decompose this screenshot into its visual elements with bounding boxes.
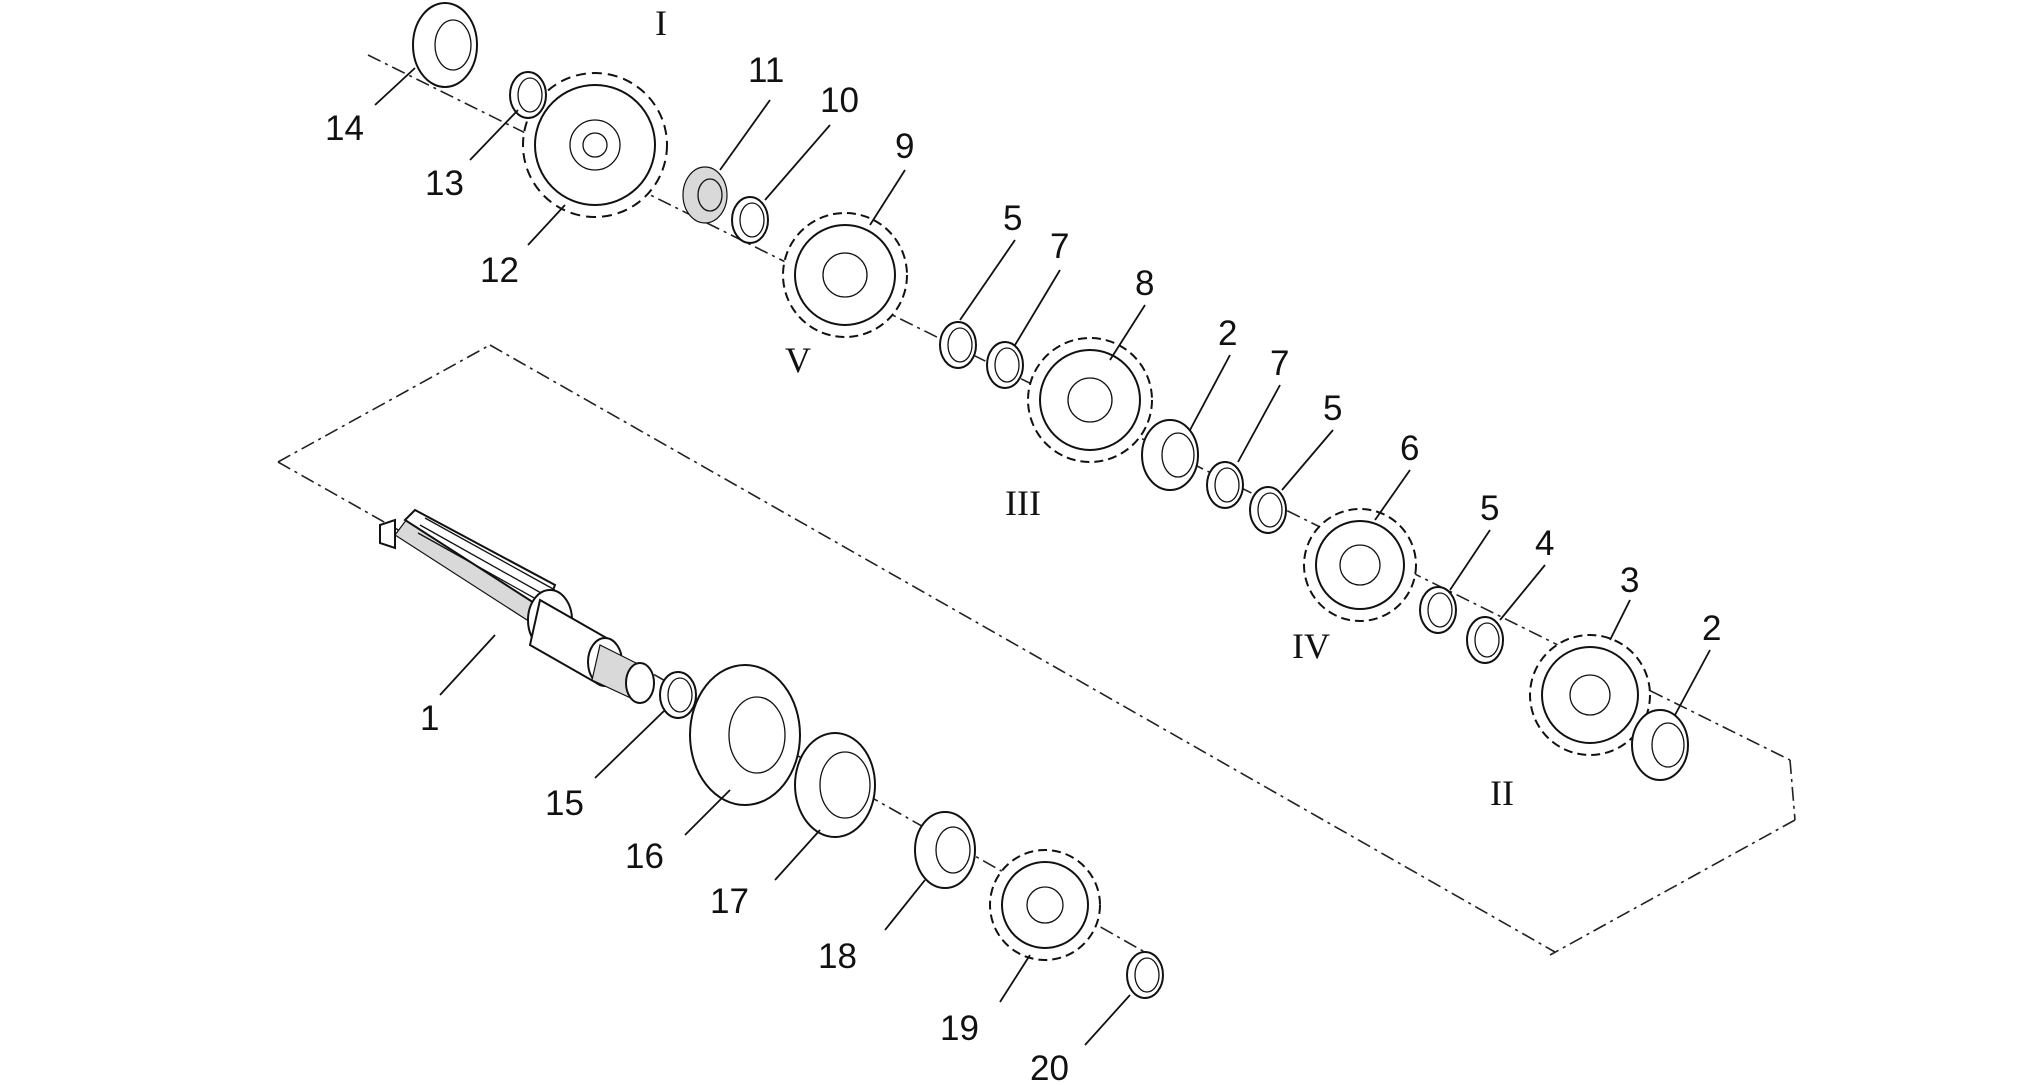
bearing-16 [689,664,801,806]
callout-5-a: 5 [1003,199,1022,238]
callout-6: 6 [1400,429,1419,468]
gear-labels: I II III IV V [655,3,1514,813]
bush-2-lower [1631,709,1689,781]
callout-15: 15 [545,784,584,823]
callout-17: 17 [710,882,749,921]
circlip-5c [1419,586,1457,634]
callout-2-upper: 2 [1218,314,1237,353]
washer-7a [986,341,1024,389]
callout-8: 8 [1135,264,1154,303]
needle-bearing-11 [682,166,728,224]
gear-12 [522,72,668,218]
gear-8 [1027,337,1153,463]
callout-2-lower: 2 [1702,609,1721,648]
callout-7-a: 7 [1050,227,1069,266]
callout-7-b: 7 [1270,344,1289,383]
circlip-20 [1126,951,1164,999]
circlip-13 [509,71,547,119]
washer-10 [731,196,769,244]
gear-label-IV: IV [1292,626,1330,666]
leader-lines [374,67,1711,1046]
callout-13: 13 [425,164,464,203]
main-shaft [379,508,655,704]
callout-labels: 1 2 2 3 4 5 5 5 6 7 7 8 9 10 11 12 13 14… [325,51,1721,1085]
callout-4: 4 [1535,524,1554,563]
gear-label-III: III [1005,483,1041,523]
gear-label-I: I [655,3,667,43]
circlip-5a [939,321,977,369]
circlip-5b [1249,486,1287,534]
callout-9: 9 [895,127,914,166]
callout-11: 11 [748,51,784,90]
gear-6 [1303,508,1417,622]
callout-5-c: 5 [1480,489,1499,528]
callout-1: 1 [420,699,439,738]
washer-4 [1466,616,1504,664]
callout-5-b: 5 [1323,389,1342,428]
seal-17 [794,732,876,838]
callout-10: 10 [820,81,859,120]
gear-9 [782,212,908,338]
callout-18: 18 [818,937,857,976]
callout-20: 20 [1030,1049,1069,1085]
callout-14: 14 [325,109,364,148]
gear-label-II: II [1490,773,1514,813]
callout-3: 3 [1620,561,1639,600]
washer-7b [1206,461,1244,509]
gear-3 [1529,634,1651,756]
ring-15 [659,671,697,719]
gear-19 [989,849,1101,961]
gear-label-V: V [785,340,811,380]
bearing-14 [412,2,478,88]
bush-2-upper [1141,419,1199,491]
callout-16: 16 [625,837,664,876]
bush-18 [914,811,976,889]
callout-19: 19 [940,1009,979,1048]
callout-12: 12 [480,251,519,290]
